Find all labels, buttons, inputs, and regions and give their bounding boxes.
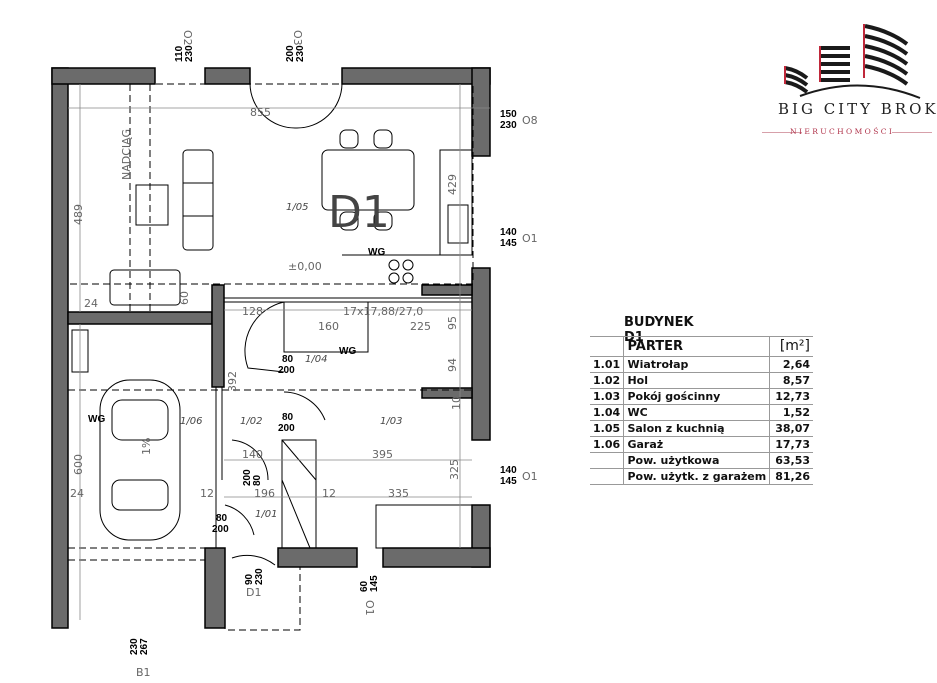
svg-text:12: 12 bbox=[322, 487, 336, 500]
partitions bbox=[215, 149, 473, 549]
room-tag-1-04: 1/04 bbox=[305, 354, 327, 365]
annotations: NADCIĄG WG WG WG 17x17,88/27,0 1% bbox=[88, 129, 423, 455]
room-tag-1-02: 1/02 bbox=[240, 416, 262, 427]
room-tag-1-01: 1/01 bbox=[255, 509, 277, 520]
sofa bbox=[182, 149, 214, 251]
coffee-table bbox=[135, 184, 169, 226]
dashed-lines bbox=[67, 83, 474, 631]
svg-text:12: 12 bbox=[200, 487, 214, 500]
svg-text:230: 230 bbox=[254, 568, 265, 585]
room-tags: 1/05 1/04 1/02 1/03 1/01 1/06 bbox=[180, 202, 402, 520]
furniture bbox=[71, 129, 469, 541]
table-header: PARTER [m²] bbox=[590, 336, 813, 357]
svg-text:600: 600 bbox=[72, 454, 85, 475]
svg-text:335: 335 bbox=[388, 487, 409, 500]
svg-text:140: 140 bbox=[242, 448, 263, 461]
svg-text:60: 60 bbox=[178, 291, 191, 305]
svg-text:200: 200 bbox=[242, 469, 253, 486]
svg-text:230: 230 bbox=[295, 45, 306, 62]
svg-text:O2: O2 bbox=[181, 30, 194, 46]
svg-text:60: 60 bbox=[359, 580, 370, 592]
svg-text:140: 140 bbox=[500, 465, 517, 476]
svg-text:200: 200 bbox=[278, 365, 295, 376]
svg-text:489: 489 bbox=[72, 204, 85, 225]
svg-text:D1: D1 bbox=[246, 586, 261, 599]
building-label: D1 bbox=[328, 187, 390, 238]
svg-text:O1: O1 bbox=[363, 600, 376, 616]
stairs-label: 17x17,88/27,0 bbox=[343, 305, 423, 318]
logo-name: BIG CITY BROKER bbox=[778, 100, 937, 118]
svg-text:B1: B1 bbox=[136, 666, 151, 679]
svg-text:80: 80 bbox=[252, 474, 263, 486]
svg-text:230: 230 bbox=[129, 638, 140, 655]
logo-subtitle: NIERUCHOMOŚCI bbox=[790, 127, 895, 136]
room-tag-1-06: 1/06 bbox=[180, 416, 202, 427]
svg-text:200: 200 bbox=[278, 423, 295, 434]
svg-text:O8: O8 bbox=[522, 114, 538, 127]
svg-text:196: 196 bbox=[254, 487, 275, 500]
svg-text:230: 230 bbox=[500, 120, 517, 131]
svg-text:24: 24 bbox=[70, 487, 84, 500]
svg-text:145: 145 bbox=[500, 476, 517, 487]
svg-text:O1: O1 bbox=[522, 232, 538, 245]
svg-text:200: 200 bbox=[212, 524, 229, 535]
car bbox=[99, 379, 181, 541]
svg-text:267: 267 bbox=[139, 638, 150, 655]
svg-text:110: 110 bbox=[174, 45, 185, 62]
svg-text:O1: O1 bbox=[522, 470, 538, 483]
logo-divider bbox=[892, 132, 932, 133]
opening-labels: 110 230 O2 200 230 O3 150 230 O8 140 145… bbox=[129, 30, 538, 679]
wg-garage-label: WG bbox=[88, 414, 105, 425]
svg-text:150: 150 bbox=[500, 109, 517, 120]
nadciag-label: NADCIĄG bbox=[120, 129, 133, 180]
wg-kitchen-label: WG bbox=[368, 247, 385, 258]
room-tag-1-03: 1/03 bbox=[380, 416, 402, 427]
svg-text:855: 855 bbox=[250, 106, 271, 119]
dimension-lines bbox=[68, 84, 490, 620]
room-tag-1-05: 1/05 bbox=[286, 202, 308, 213]
svg-text:O3: O3 bbox=[291, 30, 304, 46]
svg-text:80: 80 bbox=[216, 513, 228, 524]
logo-divider bbox=[762, 132, 802, 133]
svg-text:145: 145 bbox=[500, 238, 517, 249]
svg-text:160: 160 bbox=[318, 320, 339, 333]
svg-text:325: 325 bbox=[448, 459, 461, 480]
dimensions: 855 429 489 128 160 225 95 94 392 395 32… bbox=[70, 106, 463, 500]
dining-table bbox=[321, 149, 415, 211]
svg-text:80: 80 bbox=[282, 412, 294, 423]
svg-text:200: 200 bbox=[285, 45, 296, 62]
svg-text:392: 392 bbox=[226, 371, 239, 392]
svg-text:94: 94 bbox=[446, 358, 459, 372]
svg-text:95: 95 bbox=[446, 316, 459, 330]
svg-text:90: 90 bbox=[244, 573, 255, 585]
level-mark: ±0,00 bbox=[288, 260, 322, 273]
svg-text:225: 225 bbox=[410, 320, 431, 333]
svg-text:128: 128 bbox=[242, 305, 263, 318]
svg-text:145: 145 bbox=[369, 575, 380, 592]
big-city-broker-logo bbox=[784, 24, 921, 99]
armchairs bbox=[109, 269, 181, 306]
svg-text:80: 80 bbox=[282, 354, 294, 365]
svg-text:140: 140 bbox=[500, 227, 517, 238]
svg-text:230: 230 bbox=[184, 45, 195, 62]
wg-wc-label: WG bbox=[339, 346, 356, 357]
slope-label: 1% bbox=[140, 438, 153, 455]
svg-text:395: 395 bbox=[372, 448, 393, 461]
doors bbox=[224, 83, 343, 566]
sink bbox=[447, 204, 469, 244]
svg-text:10: 10 bbox=[450, 396, 463, 410]
svg-text:24: 24 bbox=[84, 297, 98, 310]
svg-text:429: 429 bbox=[446, 174, 459, 195]
walls bbox=[51, 67, 491, 629]
